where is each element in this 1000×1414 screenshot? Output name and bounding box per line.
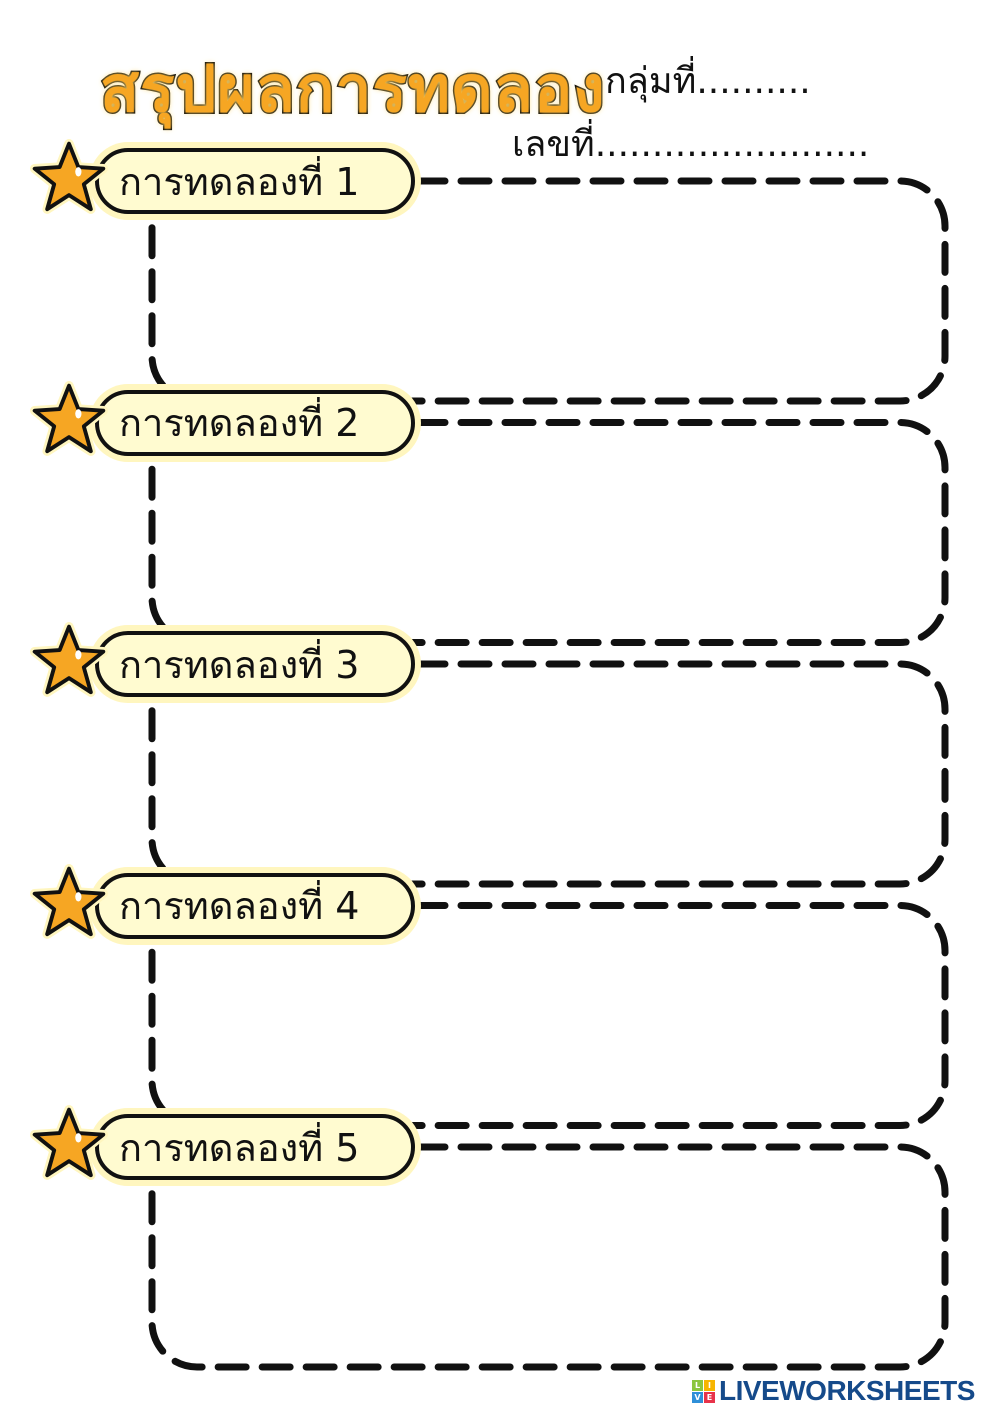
answer-box-3[interactable] (148, 660, 949, 888)
student-number-field[interactable]: เลขที่........................ (512, 124, 870, 165)
brand-name: LIVEWORKSHEETS (719, 1375, 975, 1406)
experiment-label-text: การทดลองที่ 5 (119, 1125, 360, 1170)
experiment-label-text: การทดลองที่ 2 (119, 401, 360, 445)
experiment-label-text: การทดลองที่ 1 (119, 159, 360, 204)
star-icon (30, 863, 108, 939)
experiment-label-3: การทดลองที่ 3 (95, 631, 415, 697)
experiment-label-1: การทดลองที่ 1 (95, 148, 415, 214)
answer-box-4[interactable] (148, 902, 949, 1129)
answer-box-5[interactable] (148, 1143, 949, 1371)
star-icon (30, 622, 108, 697)
experiment-label-text: การทดลองที่ 3 (119, 642, 360, 687)
group-number-field[interactable]: กลุ่มที่.......... (605, 61, 811, 102)
experiment-label-4: การทดลองที่ 4 (95, 872, 415, 939)
experiment-label-text: การทดลองที่ 4 (119, 884, 360, 928)
star-icon (30, 380, 108, 456)
star-icon (30, 139, 108, 214)
experiment-label-5: การทดลองที่ 5 (95, 1114, 415, 1180)
answer-box-2[interactable] (148, 419, 949, 646)
answer-box-1[interactable] (148, 177, 949, 405)
logo-icon: L I V E (692, 1379, 715, 1403)
star-icon (30, 1105, 108, 1180)
experiment-label-2: การทดลองที่ 2 (95, 389, 415, 456)
page-title: สรุปผลการทดลอง (99, 52, 606, 129)
liveworksheets-logo: L I V E LIVEWORKSHEETS (692, 1375, 975, 1407)
